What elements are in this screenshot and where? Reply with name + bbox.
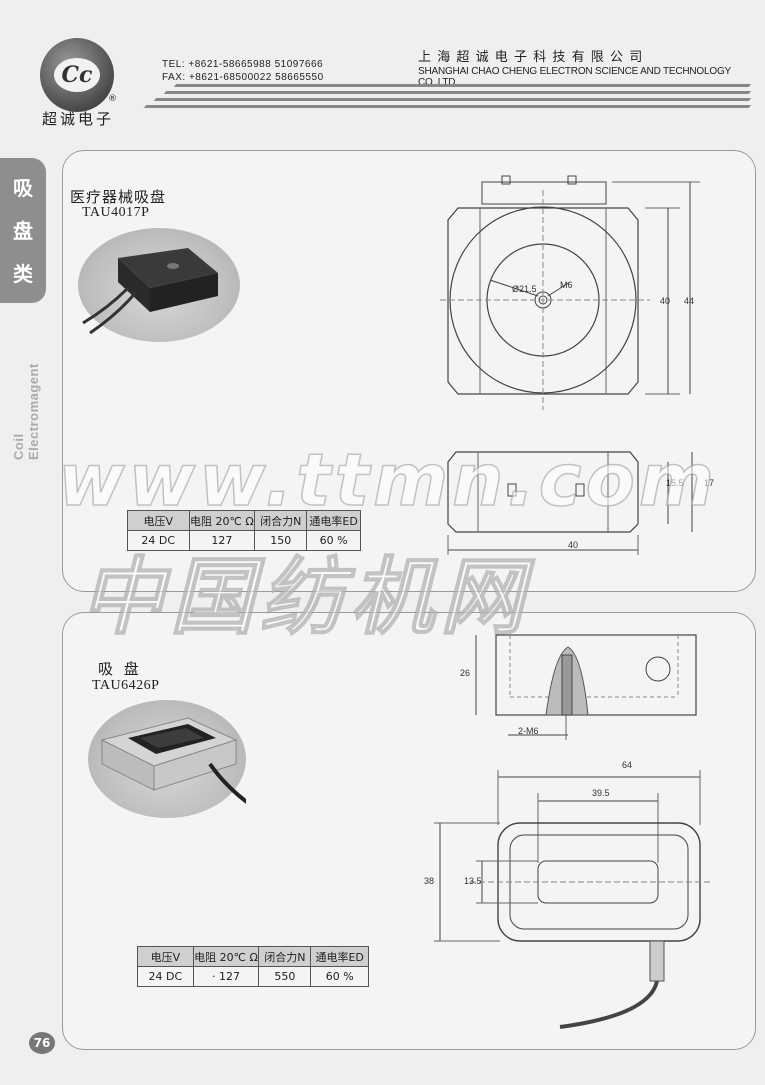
dim-label: 26: [460, 668, 471, 678]
dim-label: 38: [424, 876, 435, 886]
dim-label: 17: [704, 478, 715, 488]
dim-label: 40: [660, 296, 671, 306]
spec-value: 60 %: [310, 966, 369, 987]
dim-label: Ø21.5: [512, 284, 537, 294]
spec-value: 550: [258, 966, 312, 987]
product-name: 医疗器械吸盘: [70, 188, 167, 206]
category-english: Coil Electromagent: [11, 363, 41, 460]
spec-header: 电压V: [127, 510, 190, 531]
dim-label: 15.5: [666, 478, 684, 488]
spec-value: 24 DC: [127, 530, 190, 551]
spec-header: 电阻 20℃ Ω: [192, 946, 260, 967]
logo-brand-name: 超诚电子: [42, 110, 115, 128]
dim-label: M6: [560, 280, 573, 290]
page-number: 76: [29, 1032, 55, 1054]
header-stripe: [143, 105, 752, 108]
logo-mark: Cc: [54, 58, 100, 92]
technical-drawing-top-view: [434, 770, 710, 1029]
category-tab: 吸 盘 类: [0, 158, 46, 303]
product-code: TAU4017P: [82, 205, 150, 220]
spec-table: 电压V 电阻 20℃ Ω 闭合力N 通电率ED 24 DC · 127 550 …: [137, 946, 369, 987]
header-stripe: [173, 84, 752, 87]
company-name-cn: 上海超诚电子科技有限公司: [418, 50, 649, 65]
watermark-url: www.ttmn.com: [57, 437, 718, 523]
spec-value: 24 DC: [137, 966, 194, 987]
product-name: 吸 盘: [98, 660, 142, 678]
product-code: TAU6426P: [92, 678, 160, 693]
technical-drawing-top-view: [440, 175, 700, 410]
spec-value: · 127: [192, 966, 260, 987]
spec-value: 127: [188, 530, 256, 551]
contact-info: TEL: +8621-58665988 51097666 FAX: +8621-…: [162, 58, 324, 84]
category-char: 类: [13, 261, 33, 286]
dim-label: 2-M6: [518, 726, 539, 736]
product-photo: [78, 228, 240, 342]
technical-drawing-side-view: [447, 451, 693, 555]
tel-line: TEL: +8621-58665988 51097666: [162, 59, 324, 70]
spec-table: 电压V 电阻 20℃ Ω 闭合力N 通电率ED 24 DC 127 150 60…: [127, 510, 361, 551]
dim-label: 44: [684, 296, 695, 306]
spec-header: 通电率ED: [306, 510, 361, 531]
product-photo: [88, 700, 246, 818]
spec-header: 电压V: [137, 946, 194, 967]
spec-header: 通电率ED: [310, 946, 369, 967]
category-char: 吸: [13, 175, 33, 200]
dim-label: 39.5: [592, 788, 610, 798]
company-logo: Cc: [40, 38, 114, 112]
dim-label: 64: [622, 760, 633, 770]
header-stripe: [163, 91, 752, 94]
spec-header: 电阻 20℃ Ω: [188, 510, 256, 531]
registered-mark: ®: [108, 94, 117, 104]
dim-label: 40: [568, 540, 579, 550]
spec-value: 60 %: [306, 530, 361, 551]
category-char: 盘: [13, 218, 33, 243]
fax-line: FAX: +8621-68500022 58665550: [162, 72, 324, 83]
technical-drawing-side-view: [475, 634, 697, 740]
spec-value: 150: [254, 530, 308, 551]
spec-header: 闭合力N: [258, 946, 312, 967]
company-name-en: SHANGHAI CHAO CHENG ELECTRON SCIENCE AND…: [418, 66, 731, 88]
watermark-cn: 中国纺机网: [79, 547, 531, 647]
dim-label: 13.5: [464, 876, 482, 886]
header-stripe: [153, 98, 752, 101]
